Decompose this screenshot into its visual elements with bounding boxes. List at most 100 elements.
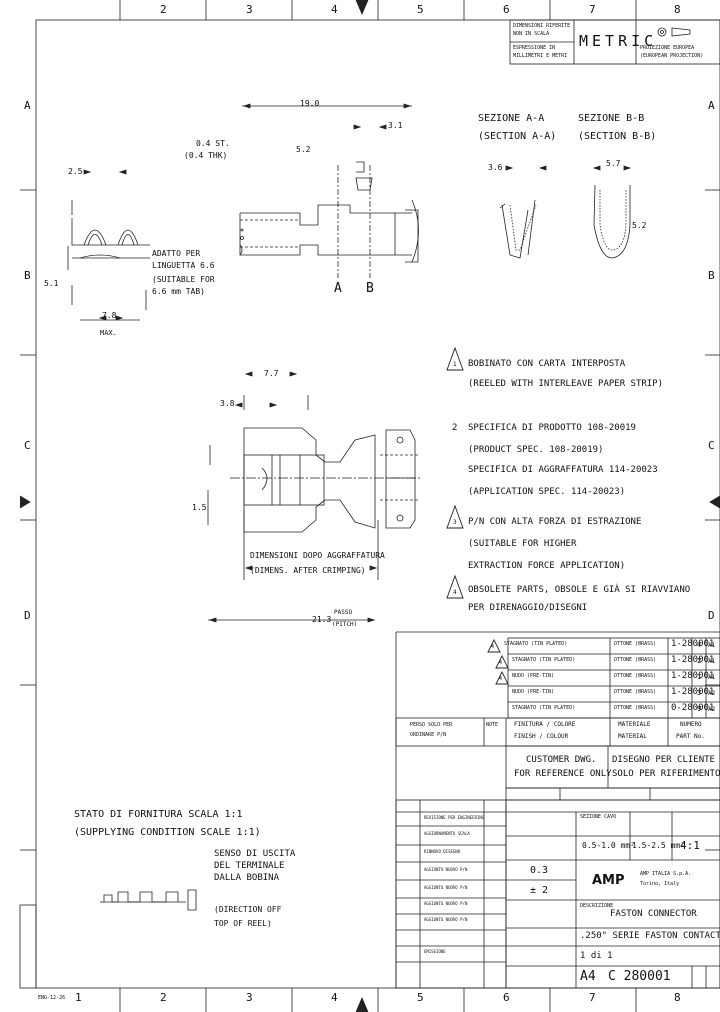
- dim-5-2b: 5.2: [632, 221, 647, 230]
- adatto-label: LINGUETTA 6.6: [152, 261, 215, 270]
- tolerance: ± 2: [530, 885, 549, 896]
- col-label: 2: [160, 3, 167, 16]
- scale-value: 4:1: [680, 839, 700, 852]
- row-label: B: [708, 269, 715, 282]
- used-on-label: ORDINARE P/N: [410, 732, 447, 738]
- part-material: OTTONE (BRASS): [614, 657, 657, 663]
- note-line: (SUITABLE FOR HIGHER: [468, 539, 577, 549]
- revision-row: AGGIUNTO NUOVO P/N: [424, 867, 468, 872]
- col-label: 6: [503, 3, 510, 16]
- dim-1-5: 1.5: [192, 503, 207, 512]
- part-ref: A1: [708, 642, 716, 649]
- dim-max: MAX.: [100, 329, 117, 337]
- note-line: BOBINATO CON CARTA INTERPOSTA: [468, 359, 626, 369]
- part-ref: A2: [708, 690, 716, 697]
- scale-note: DIMENSIONI RIFERITE: [513, 23, 571, 29]
- projection-note: (EUROPEAN PROJECTION): [640, 53, 704, 59]
- header-finish: FINISH / COLOUR: [514, 733, 569, 740]
- note-line: P/N CON ALTA FORZA DI ESTRAZIONE: [468, 517, 642, 527]
- crimp-label: DIMENSIONI DOPO AGGRAFFATURA: [250, 551, 385, 560]
- product-name: FASTON CONNECTOR: [610, 909, 697, 919]
- part-ref: A2: [708, 706, 716, 713]
- projection-note: PROIEZIONE EUROPEA: [640, 45, 695, 51]
- section-a-title: SEZIONE A-A: [478, 113, 545, 124]
- note-line: PER DIRENAGGIO/DISEGNI: [468, 603, 588, 613]
- dim-19: 19.0: [300, 99, 320, 108]
- cut-a: A: [334, 281, 342, 296]
- approval-note: ESPRESSIONE IN: [513, 45, 556, 51]
- part-number: 1-280001: [671, 687, 715, 697]
- dim-passo: PASSO: [334, 609, 353, 616]
- customer-dwg: CUSTOMER DWG.: [526, 755, 597, 765]
- header-material: MATERIAL: [618, 733, 647, 740]
- dim-7-7: 7.7: [264, 369, 279, 378]
- part-number: 1-280001: [671, 655, 715, 665]
- revision-row: REVISIONE PER ENGINEERING: [424, 815, 485, 820]
- revision-row: RINNOVO DISEGNO: [424, 849, 461, 854]
- company-name: Torino, Italy: [640, 881, 680, 887]
- part-desc: STAGNATO (TIN PLATED): [512, 705, 576, 711]
- adatto-label: ADATTO PER: [152, 249, 201, 258]
- row-label: B: [24, 269, 31, 282]
- col-label: 7: [589, 991, 596, 1004]
- wire-range: 0.5-1.0 mm²: [582, 841, 635, 850]
- col-label: 2: [160, 991, 167, 1004]
- col-label: 3: [246, 3, 253, 16]
- revision-row: AGGIUNTO NUOVO P/N: [424, 885, 468, 890]
- used-on-label: PERSO SOLO PER: [410, 722, 453, 728]
- product-name: .250" SERIE FASTON CONTACT: [580, 931, 720, 941]
- part-mark: 4: [491, 644, 495, 650]
- col-label: 4: [331, 3, 338, 16]
- disegno-cliente: SOLO PER RIFERIMENTO: [612, 769, 720, 779]
- scale-note: NON IN SCALA: [513, 31, 550, 37]
- row-label: C: [24, 439, 31, 452]
- part-rev: 3: [697, 689, 702, 697]
- part-desc: STAGNATO (TIN PLATED): [512, 657, 576, 663]
- part-material: OTTONE (BRASS): [614, 673, 657, 679]
- col-label: 1: [75, 991, 82, 1004]
- dim-3-1: 3.1: [388, 121, 403, 130]
- name-label: DESCRIZIONE: [580, 903, 614, 909]
- company-name: AMP ITALIA S.p.A.: [640, 871, 692, 877]
- part-number: 0-280001: [671, 703, 715, 713]
- revision-row: EMISSIONE: [424, 949, 446, 954]
- part-number: 1-280001: [671, 671, 715, 681]
- part-desc: STAGNATO (TIN PLATED): [504, 641, 568, 647]
- senso-label: TOP OF REEL): [214, 919, 272, 928]
- col-label: 7: [589, 3, 596, 16]
- part-rev: 4: [697, 641, 702, 649]
- col-label: 8: [674, 991, 681, 1004]
- dim-3-6: 3.6: [488, 163, 503, 172]
- note-col-label: NOTE: [486, 722, 499, 728]
- senso-label: (DIRECTION OFF: [214, 905, 282, 914]
- dim-3-8: 3.8: [220, 399, 235, 408]
- approval-note: MILLIMETRI E METRI: [513, 53, 568, 59]
- part-ref: A1: [708, 658, 716, 665]
- dim-2-5: 2.5: [68, 167, 83, 176]
- part-material: OTTONE (BRASS): [614, 641, 657, 647]
- revision-row: AGGIORNAMENTO SCALA: [424, 831, 470, 836]
- header-finish: FINITURA / COLORE: [514, 721, 576, 728]
- note-mark: 4: [453, 589, 457, 596]
- note-mark: 1: [453, 361, 457, 368]
- revision-row: AGGIUNTO NUOVO P/N: [424, 917, 468, 922]
- part-desc: NUDO (PRE-TIN): [512, 673, 555, 679]
- disegno-cliente: DISEGNO PER CLIENTE: [612, 755, 715, 765]
- dim-0-4: (0.4 THK): [184, 151, 228, 160]
- note-line: (REELED WITH INTERLEAVE PAPER STRIP): [468, 379, 664, 389]
- part-material: OTTONE (BRASS): [614, 705, 657, 711]
- note-line: SPECIFICA DI AGGRAFFATURA 114-20023: [468, 465, 658, 475]
- col-label: 4: [331, 991, 338, 1004]
- note-line: SPECIFICA DI PRODOTTO 108-20019: [468, 423, 636, 433]
- part-mark: 4: [499, 660, 503, 666]
- wire-range: 1.5-2.5 mm²: [632, 841, 685, 850]
- customer-dwg: FOR REFERENCE ONLY: [514, 769, 612, 779]
- stato-label: (SUPPLYING CONDITION SCALE 1:1): [74, 827, 261, 838]
- col-label: 3: [246, 991, 253, 1004]
- header-part: NUMERO: [680, 721, 702, 728]
- dim-5-1: 5.1: [44, 279, 59, 288]
- note-line: (APPLICATION SPEC. 114-20023): [468, 487, 626, 497]
- dim-21-3: 21.3: [312, 615, 332, 624]
- note-line: (PRODUCT SPEC. 108-20019): [468, 445, 604, 455]
- part-rev: 9: [697, 705, 702, 713]
